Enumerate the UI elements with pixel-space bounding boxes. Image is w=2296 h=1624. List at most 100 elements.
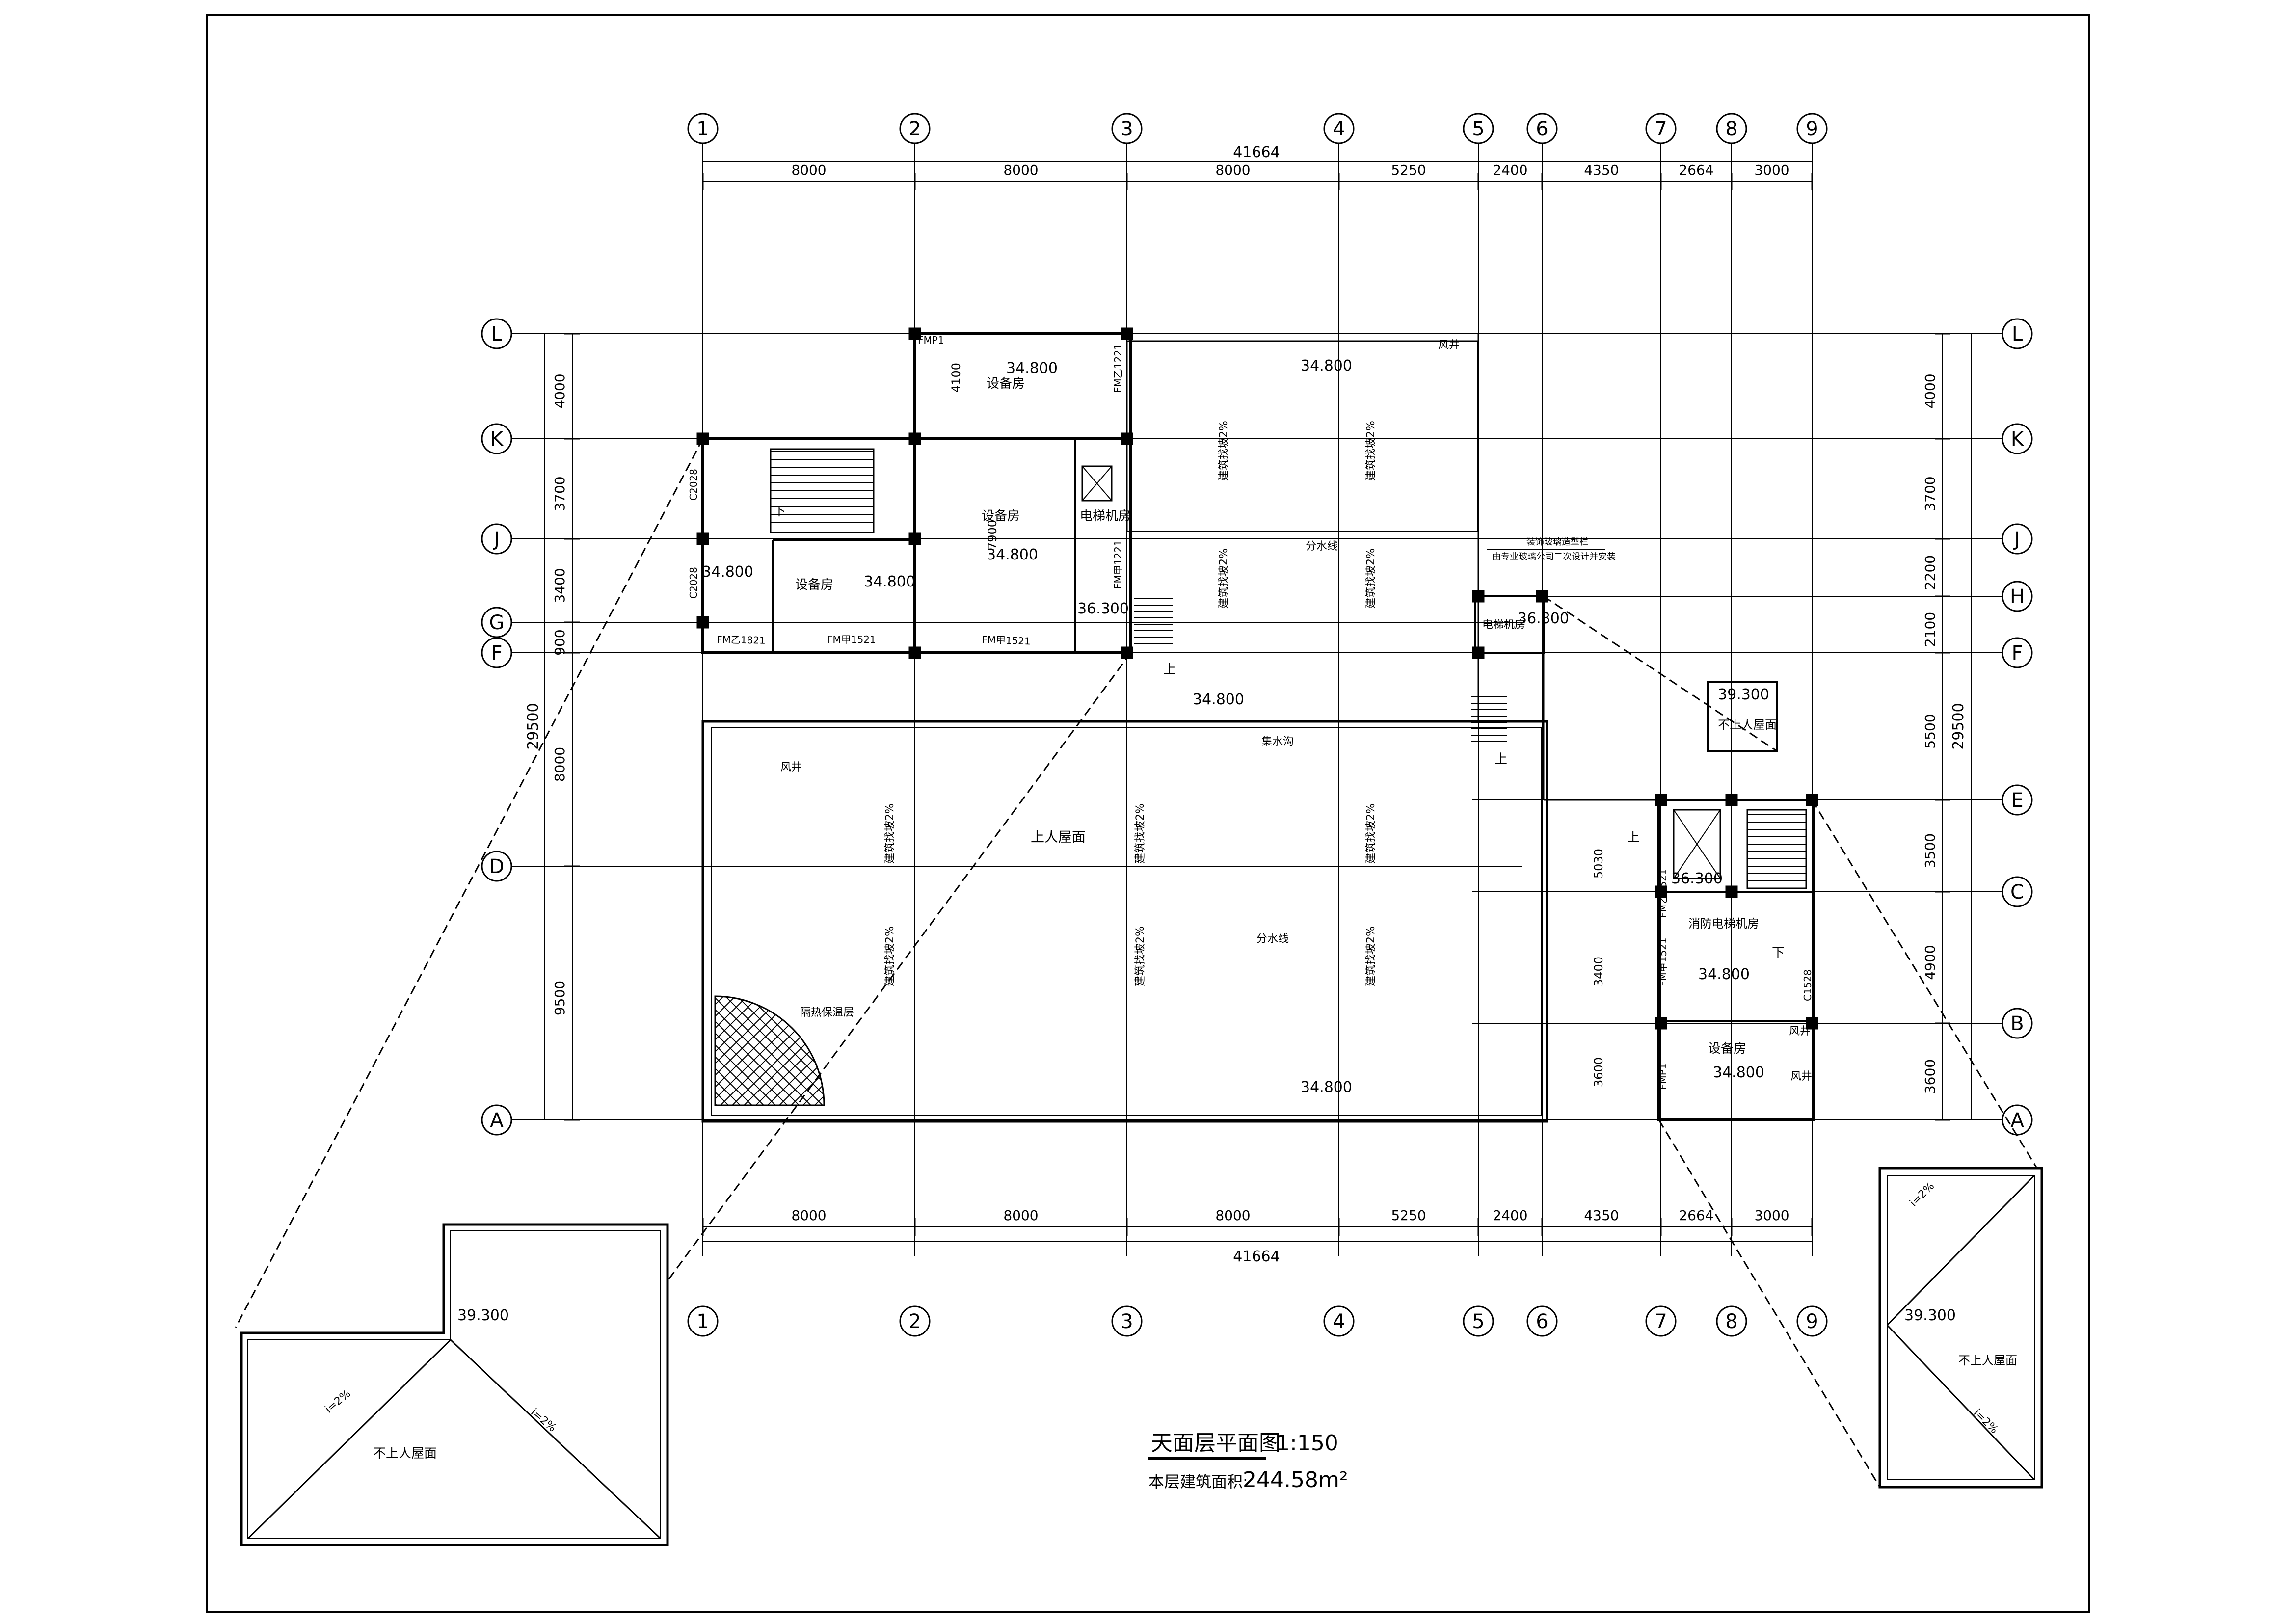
- column: [1121, 327, 1133, 340]
- dim-value: 2100: [1922, 612, 1938, 647]
- slope-label: 建筑找坡2%: [1365, 803, 1377, 864]
- axis-label-D: D: [489, 855, 505, 878]
- dim-value: 9500: [552, 981, 568, 1015]
- elevation-value: 34.800: [702, 563, 753, 581]
- axis-bubble: [481, 318, 512, 349]
- stair-down: 下: [1772, 946, 1785, 960]
- slope-label: 建筑找坡2%: [1218, 548, 1230, 609]
- insulation-label: 隔热保温层: [800, 1007, 854, 1019]
- axis-bubble: [1645, 1305, 1677, 1337]
- axis-label-L: L: [2012, 323, 2023, 346]
- area-label: 本层建筑面积:: [1148, 1472, 1248, 1491]
- axis-bubble: [481, 607, 512, 638]
- elevator-shaft: [1673, 809, 1721, 879]
- axis-bubble: [1111, 1305, 1143, 1337]
- column: [908, 327, 921, 340]
- ridge-line: [1886, 1174, 2035, 1326]
- slope-label: i=2%: [528, 1406, 559, 1434]
- axis-label-5: 5: [1472, 1310, 1484, 1333]
- window-code: C2028: [688, 469, 699, 501]
- stair-up: 上: [1495, 752, 1507, 767]
- inner-dim: 4100: [949, 363, 963, 393]
- detail-leader: [1811, 799, 2038, 1169]
- dim-value: 900: [552, 629, 568, 655]
- column: [696, 616, 709, 629]
- axis-bubble: [2002, 581, 2033, 612]
- room-label-equipment: 设备房: [795, 578, 833, 592]
- dim-value: 2400: [1493, 1207, 1527, 1224]
- axis-bubble: [899, 113, 931, 144]
- axis-bubble: [2002, 876, 2033, 907]
- axis-label-2: 2: [908, 118, 921, 140]
- ridge-line: [247, 1339, 452, 1540]
- elevation-value: 34.800: [1698, 966, 1750, 983]
- dim-value: 3000: [1754, 162, 1789, 178]
- labels: 设备房设备房设备房电梯机房电梯机房消防电梯机房设备房上人屋面隔热保温层分水线分水…: [323, 334, 2017, 1461]
- dim-total: 29500: [525, 703, 542, 749]
- axis-bubble: [2002, 318, 2033, 349]
- axis-bubble: [481, 637, 512, 668]
- ridge-line: [450, 1339, 662, 1540]
- dim-value: 8000: [1003, 162, 1038, 178]
- axis-label-H: H: [2010, 586, 2025, 608]
- slope-label: i=2%: [323, 1387, 353, 1415]
- dim-value: 8000: [1003, 1207, 1038, 1224]
- axis-label-E: E: [2011, 789, 2023, 812]
- dim-value: 8000: [791, 1207, 826, 1224]
- axis-bubble: [687, 1305, 719, 1337]
- dim-value: 4350: [1584, 1207, 1619, 1224]
- dim-total: 41664: [1233, 1248, 1280, 1265]
- dim-value: 3000: [1754, 1207, 1789, 1224]
- column: [696, 432, 709, 445]
- column: [1725, 885, 1738, 898]
- axis-label-1: 1: [696, 118, 709, 140]
- column: [1806, 1017, 1818, 1030]
- vent-label: 风井: [1790, 1070, 1812, 1083]
- dim-value: 2400: [1493, 162, 1527, 178]
- axis-label-2: 2: [908, 1310, 921, 1333]
- parapet-inner: [711, 727, 1542, 1116]
- dim-value: 4000: [552, 373, 568, 408]
- dim-value: 5250: [1391, 1207, 1426, 1224]
- column: [1655, 794, 1667, 806]
- axis-bubble: [481, 523, 512, 555]
- detail-roof-right-inner: [1887, 1175, 2035, 1480]
- ridge-label: 分水线: [1306, 540, 1338, 553]
- stair-east: [1746, 809, 1807, 889]
- axis-label-8: 8: [1725, 118, 1737, 140]
- door-code: FM乙1821: [717, 634, 766, 646]
- column: [696, 532, 709, 545]
- axis-label-J: J: [492, 528, 500, 551]
- dim-total: 29500: [1950, 703, 1967, 749]
- axis-bubble: [2002, 523, 2033, 555]
- dim-value: 8000: [1215, 1207, 1250, 1224]
- area-value: 244.58m²: [1243, 1467, 1348, 1492]
- slope-label: i=2%: [1908, 1180, 1937, 1210]
- axis-bubble: [1716, 113, 1747, 144]
- drawing-scale: 1:150: [1276, 1431, 1338, 1456]
- elevation-value: 34.800: [1301, 1079, 1352, 1096]
- axis-label-B: B: [2010, 1012, 2024, 1035]
- axis-bubble: [1323, 1305, 1355, 1337]
- axis-bubble: [1716, 1305, 1747, 1337]
- axis-label-3: 3: [1121, 1310, 1133, 1333]
- insulation-area: [714, 995, 825, 1106]
- axis-bubble: [2002, 1008, 2033, 1039]
- axis-bubble: [2002, 637, 2033, 668]
- gutter-label: 集水沟: [1261, 736, 1294, 748]
- slope-label: 建筑找坡2%: [884, 926, 896, 986]
- elevator-shaft: [1081, 465, 1113, 502]
- door-code: FMP1: [918, 334, 944, 346]
- no-access-roof-label: 不上人屋面: [1958, 1354, 2017, 1367]
- dim-value: 4900: [1922, 945, 1938, 980]
- axis-label-9: 9: [1806, 118, 1818, 140]
- inner-dim: 7900: [986, 520, 999, 550]
- axis-label-7: 7: [1655, 1310, 1667, 1333]
- slope-label: 建筑找坡2%: [884, 803, 896, 864]
- dim-value: 4000: [1922, 373, 1938, 408]
- elevation-value: 34.800: [864, 573, 915, 590]
- north-equipment-block: [701, 437, 1132, 654]
- slope-label: 建筑找坡2%: [1365, 548, 1377, 609]
